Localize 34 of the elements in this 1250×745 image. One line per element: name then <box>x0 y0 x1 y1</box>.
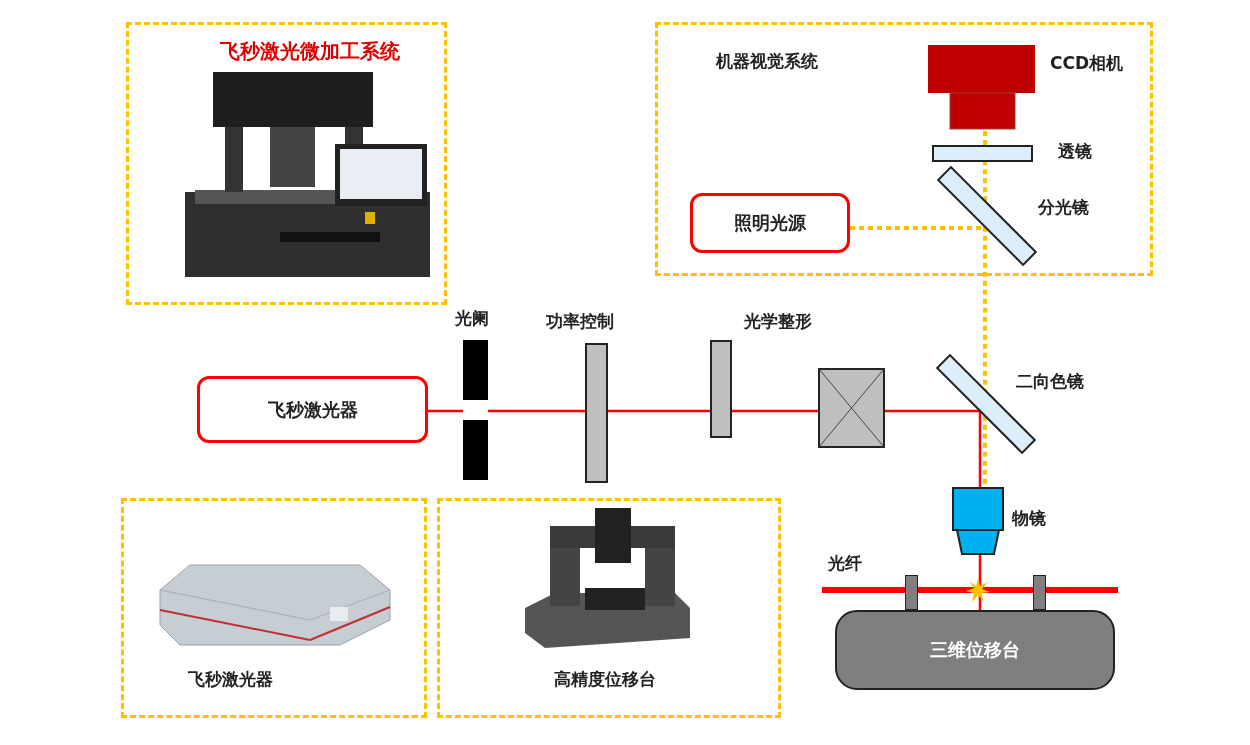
component-label: 光学整形 <box>744 310 813 333</box>
component-label: 物镜 <box>1012 507 1047 530</box>
product-frame <box>437 498 781 718</box>
laser-beam <box>608 409 710 413</box>
laser-beam <box>488 409 585 413</box>
title: 机器视觉系统 <box>715 50 819 73</box>
component-label: 分光镜 <box>1038 196 1090 219</box>
light-source-box: 照明光源 <box>690 193 850 253</box>
laser-box: 飞秒激光器 <box>197 376 428 443</box>
laser-unit-drawing <box>160 565 390 645</box>
laser-beam <box>428 409 463 413</box>
laser-beam <box>732 409 818 413</box>
component-label: 透镜 <box>1058 140 1093 163</box>
product-frame <box>121 498 427 718</box>
component-label: CCD相机 <box>1050 52 1125 75</box>
system-frame <box>126 22 447 305</box>
product-label: 飞秒激光器 <box>186 668 274 691</box>
component-label: 二向色镜 <box>1016 370 1085 393</box>
component-label: 功率控制 <box>546 310 615 333</box>
product-label: 高精度位移台 <box>553 668 657 691</box>
component-label: 光阑 <box>455 307 490 330</box>
workstation-drawing <box>185 72 430 277</box>
laser-beam <box>885 409 981 413</box>
laser-beam <box>978 555 982 610</box>
prism-cube <box>818 368 885 448</box>
light-path <box>983 162 987 202</box>
component-label: 光纤 <box>828 552 863 575</box>
laser-beam <box>978 410 982 487</box>
title: 飞秒激光微加工系统 <box>219 38 401 65</box>
light-path <box>983 415 987 487</box>
system-frame <box>655 22 1153 276</box>
light-path <box>983 129 987 145</box>
stage-block: 三维位移台 <box>835 610 1115 690</box>
light-path <box>983 226 987 391</box>
